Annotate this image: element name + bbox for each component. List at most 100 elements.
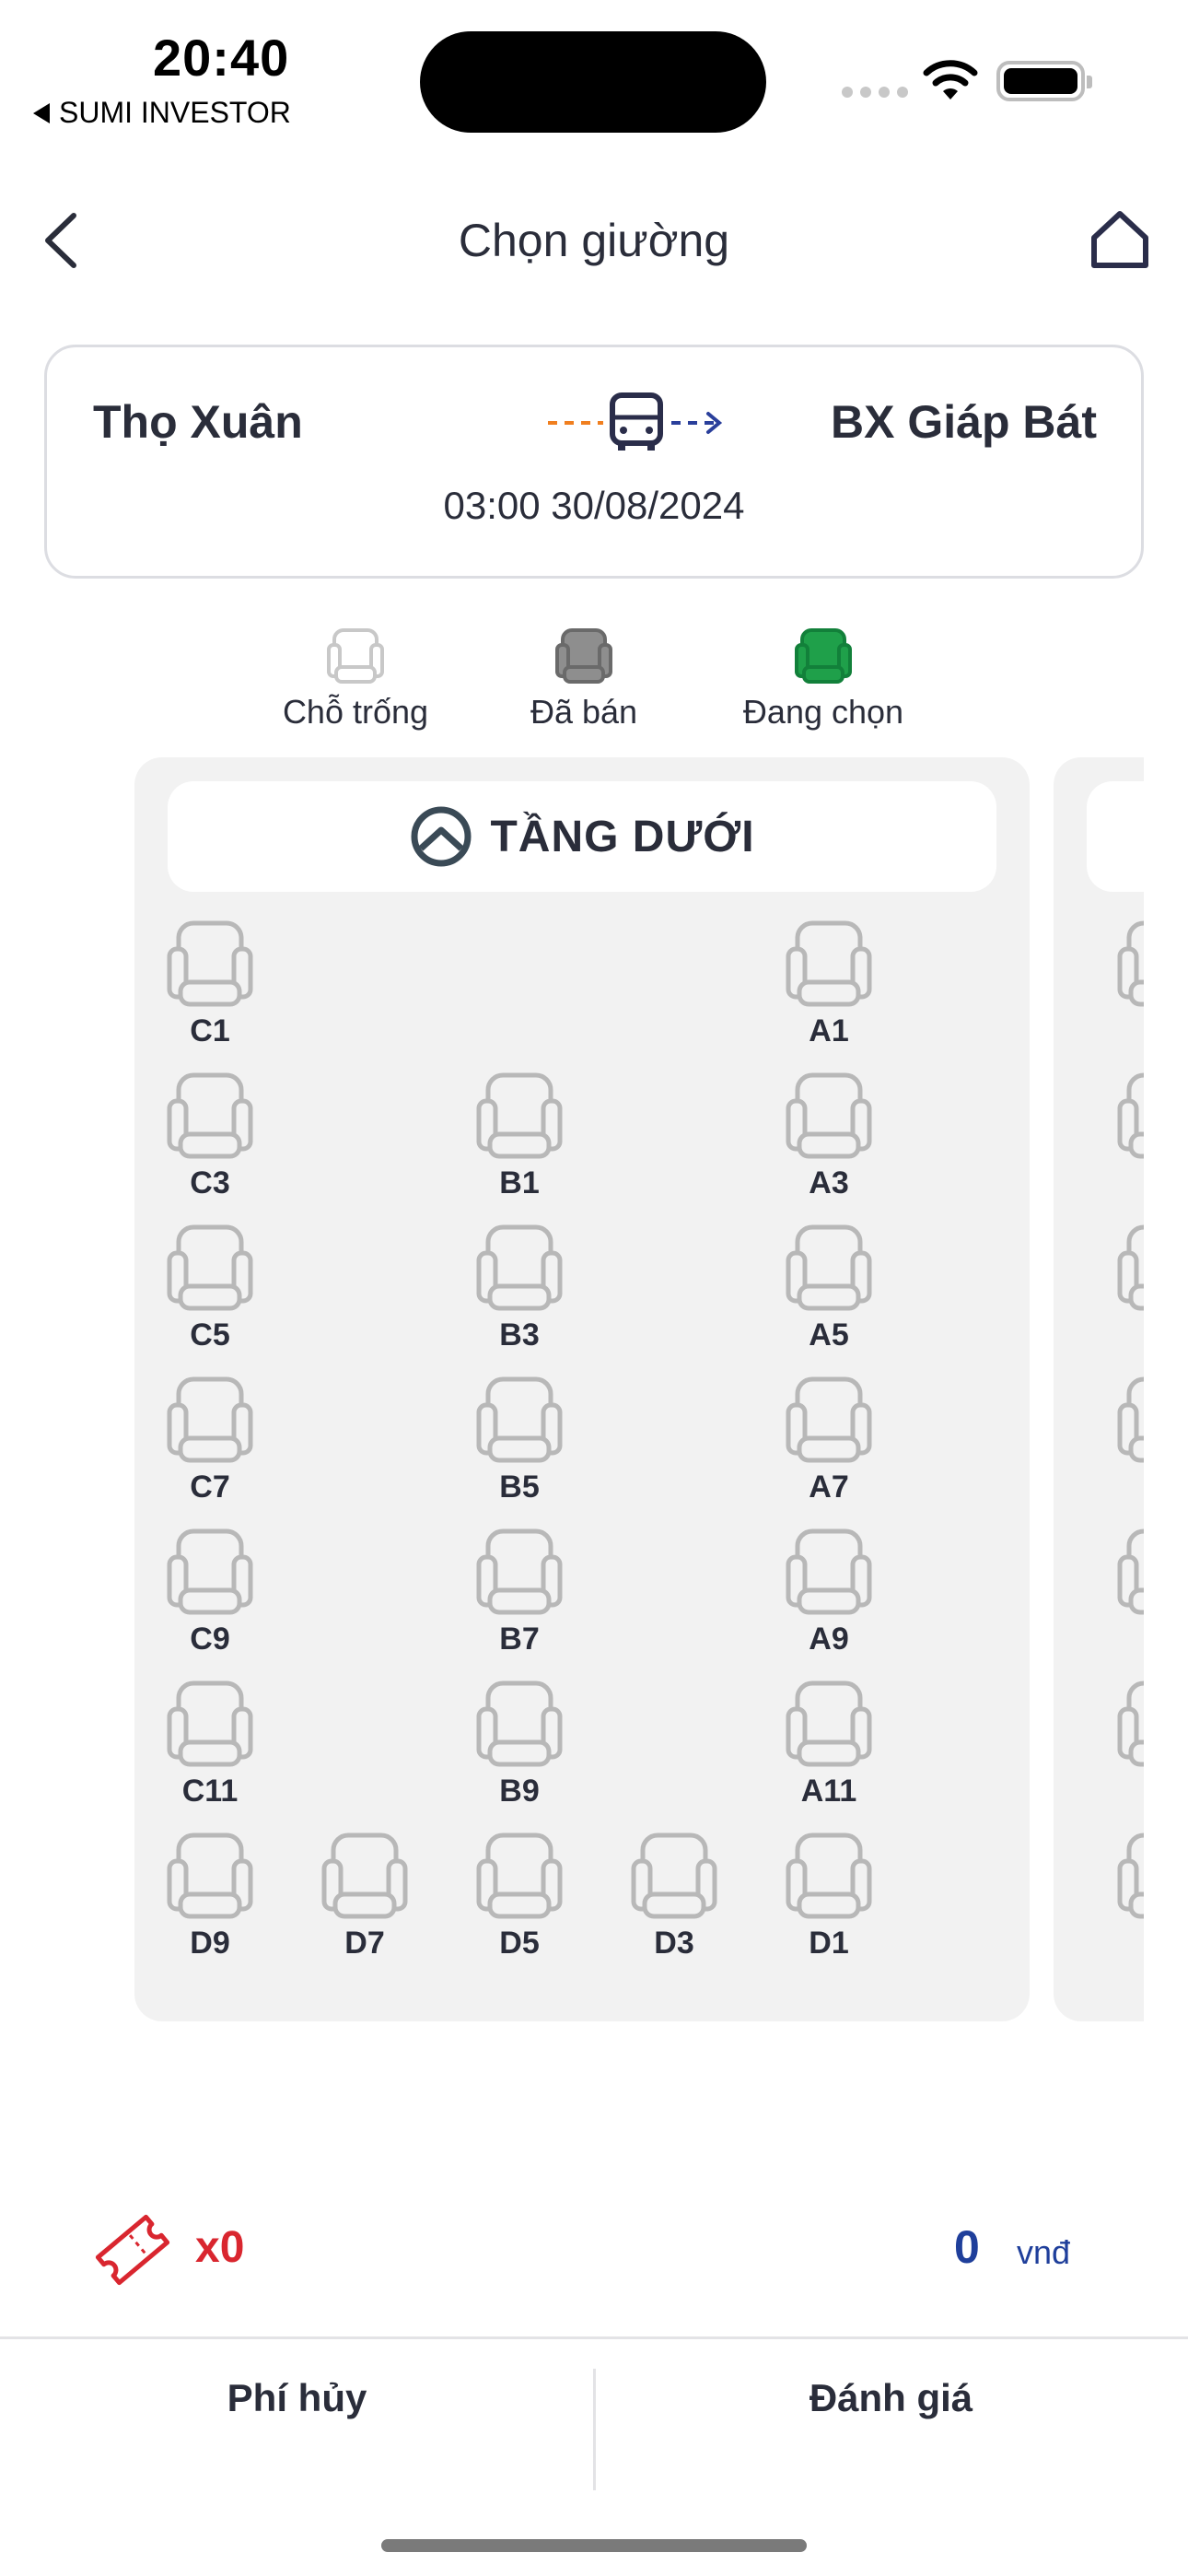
seat-icon: [464, 1678, 575, 1770]
seat-icon: [774, 1526, 884, 1618]
seat-available-icon: [327, 628, 384, 684]
seat-label: A5: [809, 1317, 849, 1352]
seat-d7[interactable]: D7: [309, 1830, 420, 1961]
upper-seat-partial[interactable]: [1116, 918, 1144, 1014]
seat-c3[interactable]: C3: [155, 1070, 265, 1201]
home-icon[interactable]: [1087, 206, 1153, 273]
seat-sold-icon: [555, 628, 612, 684]
seat-c9[interactable]: C9: [155, 1526, 265, 1657]
seat-a1[interactable]: A1: [774, 918, 884, 1049]
route-from: Thọ Xuân: [93, 396, 303, 448]
seat-d9[interactable]: D9: [155, 1830, 265, 1961]
seat-b5[interactable]: B5: [464, 1374, 575, 1505]
cancel-fee-button[interactable]: Phí hủy: [227, 2376, 367, 2419]
seat-label: A1: [809, 1013, 849, 1048]
deck-title: TẦNG DƯỚI: [490, 812, 755, 861]
seat-icon: [464, 1830, 575, 1922]
upper-seat-partial[interactable]: [1116, 1374, 1144, 1470]
seat-a9[interactable]: A9: [774, 1526, 884, 1657]
bottom-divider: [593, 2369, 596, 2490]
seat-icon: [774, 1070, 884, 1162]
seat-label: B9: [499, 1774, 540, 1809]
seat-a11[interactable]: A11: [774, 1678, 884, 1809]
seat-label: D1: [809, 1926, 849, 1961]
signal-icon: [842, 87, 908, 98]
upper-seat-partial[interactable]: [1116, 1830, 1144, 1926]
seat-c7[interactable]: C7: [155, 1374, 265, 1505]
currency-unit: vnđ: [1017, 2233, 1071, 2271]
seat-icon: [155, 1070, 265, 1162]
seat-label: A7: [809, 1469, 849, 1505]
seat-icon: [155, 1374, 265, 1466]
route-to: BX Giáp Bát: [831, 396, 1097, 448]
review-button[interactable]: Đánh giá: [809, 2376, 973, 2419]
upper-deck-header: [1087, 781, 1144, 892]
seat-icon: [155, 918, 265, 1010]
dynamic-island: [420, 31, 766, 133]
seat-label: C5: [190, 1317, 230, 1352]
seat-icon: [155, 1830, 265, 1922]
legend-sold-label: Đã bán: [530, 693, 638, 731]
seat-d1[interactable]: D1: [774, 1830, 884, 1961]
seat-b1[interactable]: B1: [464, 1070, 575, 1201]
seat-label: D3: [654, 1926, 694, 1961]
seat-label: B3: [499, 1317, 540, 1352]
seat-a3[interactable]: A3: [774, 1070, 884, 1201]
legend-available-label: Chỗ trống: [282, 693, 429, 731]
departure-datetime: 03:00 30/08/2024: [443, 484, 745, 527]
bus-icon: [548, 392, 723, 451]
seat-icon: [774, 1830, 884, 1922]
seat-label: C11: [181, 1774, 239, 1809]
chevron-left-icon[interactable]: [37, 208, 92, 273]
seat-b9[interactable]: B9: [464, 1678, 575, 1809]
seat-b7[interactable]: B7: [464, 1526, 575, 1657]
upper-seat-partial[interactable]: [1116, 1070, 1144, 1166]
upper-seat-partial[interactable]: [1116, 1678, 1144, 1774]
seat-icon: [464, 1222, 575, 1314]
seat-c11[interactable]: C11: [155, 1678, 265, 1809]
seat-d3[interactable]: D3: [619, 1830, 729, 1961]
seat-label: C3: [190, 1165, 230, 1200]
seat-icon: [774, 1222, 884, 1314]
seat-label: D7: [344, 1926, 385, 1961]
legend-selecting: Đang chọn: [728, 626, 919, 732]
upper-seat-partial[interactable]: [1116, 1526, 1144, 1622]
page-title: Chọn giường: [458, 215, 730, 266]
seat-label: D5: [499, 1926, 540, 1961]
seat-c1[interactable]: C1: [155, 918, 265, 1049]
seat-icon: [774, 1374, 884, 1466]
total-price: 0: [954, 2221, 980, 2273]
deck-header: TẦNG DƯỚI: [168, 781, 996, 892]
seat-a5[interactable]: A5: [774, 1222, 884, 1353]
seat-d5[interactable]: D5: [464, 1830, 575, 1961]
seat-c5[interactable]: C5: [155, 1222, 265, 1353]
seat-icon: [464, 1526, 575, 1618]
seat-selecting-icon: [795, 628, 852, 684]
back-to-app-link[interactable]: SUMI INVESTOR: [33, 96, 291, 130]
ticket-icon: [95, 2214, 170, 2286]
home-indicator: [381, 2539, 807, 2552]
ticket-count: x0: [195, 2223, 245, 2272]
seat-label: A9: [809, 1622, 849, 1657]
seat-label: C7: [190, 1469, 230, 1505]
seat-label: B1: [499, 1165, 540, 1200]
seat-a7[interactable]: A7: [774, 1374, 884, 1505]
seat-icon: [774, 1678, 884, 1770]
seat-icon: [155, 1222, 265, 1314]
seat-b3[interactable]: B3: [464, 1222, 575, 1353]
seat-label: C1: [190, 1013, 230, 1048]
seat-label: B5: [499, 1469, 540, 1505]
upper-seat-partial[interactable]: [1116, 1222, 1144, 1318]
seat-icon: [619, 1830, 729, 1922]
back-app-label: SUMI INVESTOR: [59, 96, 291, 129]
seat-icon: [155, 1526, 265, 1618]
legend-selecting-label: Đang chọn: [742, 693, 904, 731]
route-card: Thọ Xuân BX Giáp Bát 03:00 30/08/2024: [44, 345, 1144, 579]
seat-icon: [309, 1830, 420, 1922]
seat-icon: [155, 1678, 265, 1770]
seat-label: B7: [499, 1622, 540, 1657]
upper-deck-peek[interactable]: [1054, 757, 1144, 2021]
battery-icon: [996, 61, 1092, 101]
seat-label: C9: [190, 1622, 230, 1657]
